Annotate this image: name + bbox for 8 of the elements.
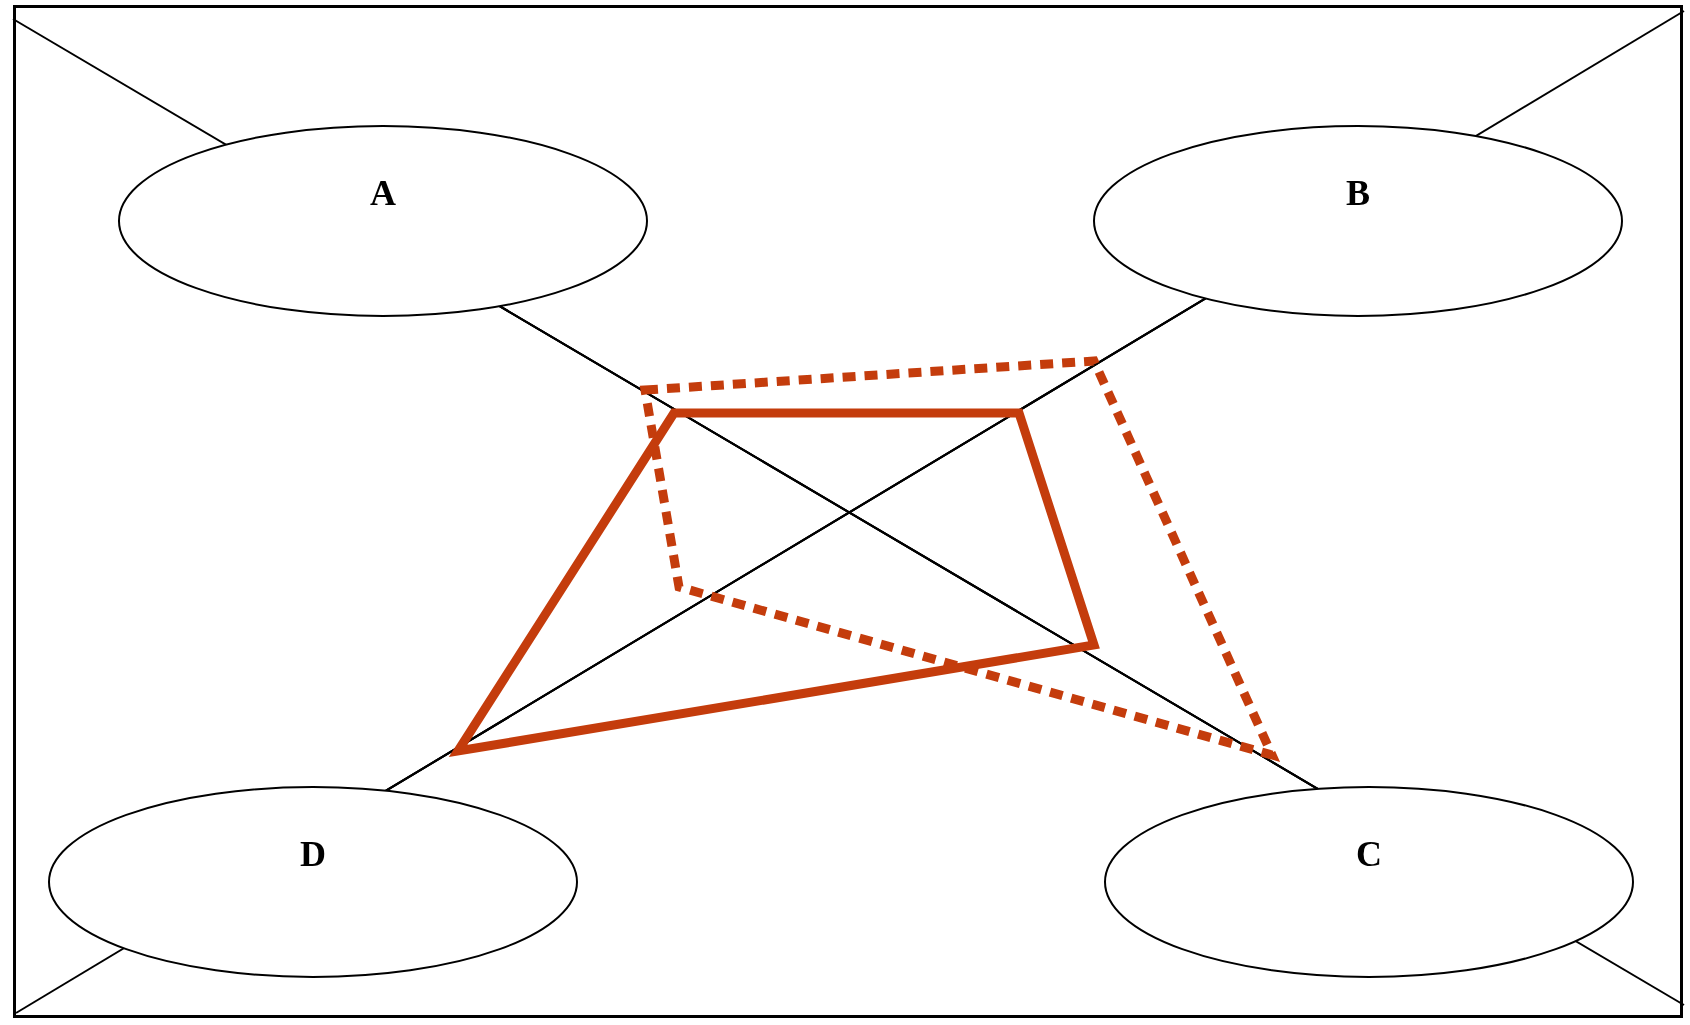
node-label: A [370, 172, 396, 214]
ellipse-node [118, 125, 648, 317]
ellipse-node [1093, 125, 1623, 317]
node-label: D [300, 833, 326, 875]
ellipse-node [1104, 786, 1634, 978]
node-label: B [1346, 172, 1370, 214]
ellipse-node [48, 786, 578, 978]
node-label: C [1356, 833, 1382, 875]
